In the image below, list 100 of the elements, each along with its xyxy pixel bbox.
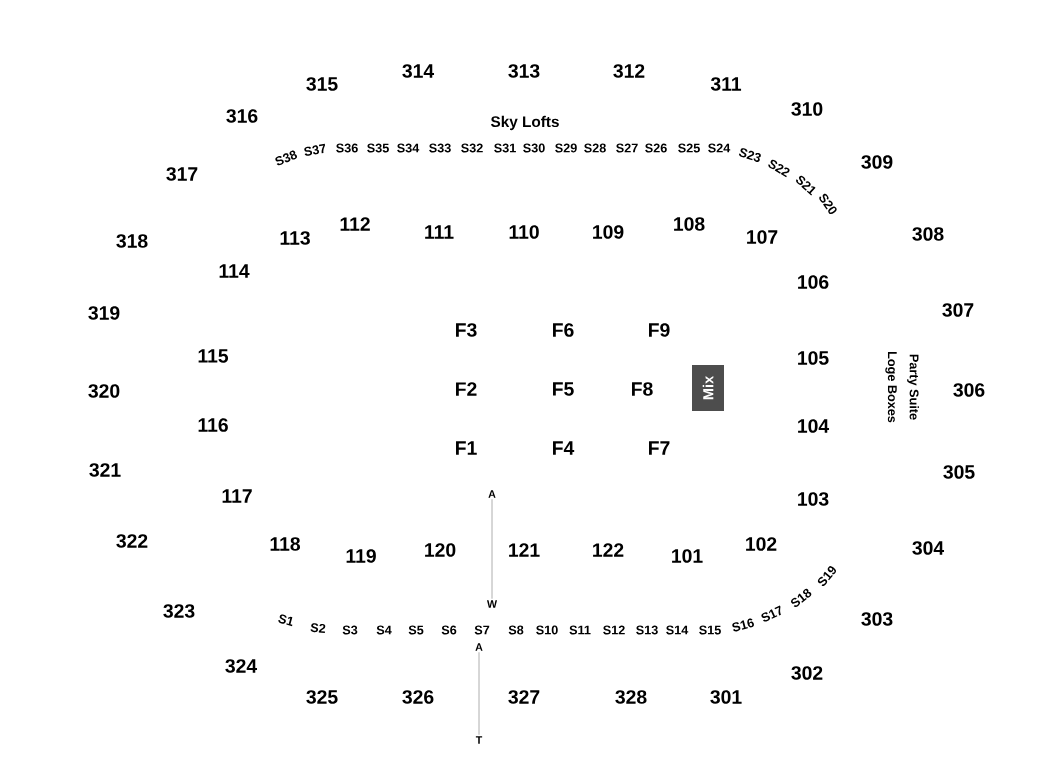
aisle-letter: A (475, 643, 483, 651)
suite-number: S13 (636, 625, 658, 635)
section-number: 311 (710, 77, 742, 91)
section-number: 324 (225, 659, 257, 673)
section-number: 308 (912, 227, 944, 241)
section-number: 317 (166, 167, 198, 181)
section-number: 312 (613, 64, 645, 78)
section-number: 109 (593, 225, 624, 239)
suite-number: S14 (666, 625, 689, 635)
aisle-line (491, 498, 493, 600)
section-number: 103 (798, 492, 829, 506)
suite-number: S21 (796, 175, 816, 196)
section-number: 111 (425, 225, 454, 239)
floor-section: F1 (456, 441, 477, 455)
aisle-letter: T (475, 736, 483, 744)
section-number: 313 (508, 64, 540, 78)
suite-number: S30 (523, 143, 545, 153)
section-number: 118 (270, 537, 300, 551)
suite-number: S29 (555, 143, 577, 153)
suite-number: S12 (603, 625, 625, 635)
section-number: 318 (116, 234, 148, 248)
section-number: 327 (508, 690, 540, 704)
section-number: 321 (89, 463, 121, 477)
section-number: 328 (615, 690, 647, 704)
section-number: 104 (798, 419, 829, 433)
mix-box: Mix (692, 365, 724, 411)
suite-number: S26 (645, 143, 667, 153)
section-number: 306 (953, 383, 985, 397)
floor-section: F2 (456, 382, 477, 396)
section-number: 114 (219, 264, 250, 278)
suite-number: S17 (761, 605, 781, 622)
section-number: 305 (943, 465, 975, 479)
suite-number: S35 (367, 143, 389, 153)
section-number: 326 (402, 690, 434, 704)
section-number: 116 (198, 418, 228, 432)
floor-section: F4 (553, 441, 575, 455)
section-number: 106 (798, 275, 829, 289)
section-number: 108 (674, 217, 705, 231)
section-number: 323 (163, 604, 195, 618)
suite-number: S37 (304, 143, 325, 156)
section-number: 319 (88, 306, 120, 320)
section-number: 314 (402, 64, 434, 78)
aisle-letter: W (486, 600, 498, 608)
section-number: 107 (747, 230, 778, 244)
suite-number: S18 (790, 588, 812, 608)
area-label: Party Suite (907, 354, 919, 420)
section-number: 121 (509, 543, 540, 557)
section-number: 112 (340, 217, 370, 231)
suite-number: S34 (397, 143, 420, 153)
floor-section: F8 (632, 382, 653, 396)
section-number: 119 (346, 549, 376, 563)
suite-number: S28 (584, 143, 606, 153)
suite-number: S5 (408, 625, 424, 635)
area-heading: Sky Lofts (490, 115, 559, 131)
section-number: 310 (791, 102, 823, 116)
suite-number: S4 (376, 625, 392, 635)
section-number: 315 (306, 77, 338, 91)
suite-number: S11 (569, 625, 591, 635)
suite-number: S24 (708, 143, 731, 153)
suite-number: S15 (699, 625, 721, 635)
section-number: 303 (861, 612, 893, 626)
area-label: Loge Boxes (885, 351, 897, 423)
suite-number: S3 (342, 625, 358, 635)
section-number: 325 (306, 690, 338, 704)
section-number: 117 (222, 489, 252, 503)
suite-number: S6 (441, 625, 457, 635)
suite-number: S31 (494, 143, 516, 153)
suite-number: S32 (461, 143, 483, 153)
section-number: 120 (425, 543, 456, 557)
suite-number: S7 (474, 625, 490, 635)
suite-number: S20 (819, 193, 837, 215)
suite-number: S36 (336, 143, 358, 153)
suite-number: S19 (817, 566, 837, 587)
section-number: 122 (593, 543, 624, 557)
section-number: 304 (912, 541, 944, 555)
suite-number: S22 (768, 159, 790, 178)
aisle-line (478, 651, 480, 736)
suite-number: S33 (429, 143, 451, 153)
suite-number: S8 (508, 625, 524, 635)
suite-number: S38 (275, 150, 297, 166)
section-number: 113 (280, 231, 310, 245)
floor-section: F6 (553, 323, 574, 337)
floor-section: F9 (649, 323, 670, 337)
suite-number: S23 (738, 148, 761, 162)
section-number: 110 (509, 225, 539, 239)
section-number: 316 (226, 109, 258, 123)
floor-section: F3 (456, 323, 477, 337)
suite-number: S10 (536, 625, 558, 635)
suite-number: S16 (732, 618, 754, 632)
suite-number: S25 (678, 143, 700, 153)
section-number: 309 (861, 155, 893, 169)
section-number: 307 (942, 303, 974, 317)
section-number: 301 (710, 690, 742, 704)
section-number: 101 (672, 549, 703, 563)
section-number: 115 (198, 349, 229, 363)
section-number: 302 (791, 666, 823, 680)
section-number: 105 (798, 351, 829, 365)
suite-number: S27 (616, 143, 638, 153)
floor-section: F5 (553, 382, 574, 396)
section-number: 322 (116, 534, 148, 548)
